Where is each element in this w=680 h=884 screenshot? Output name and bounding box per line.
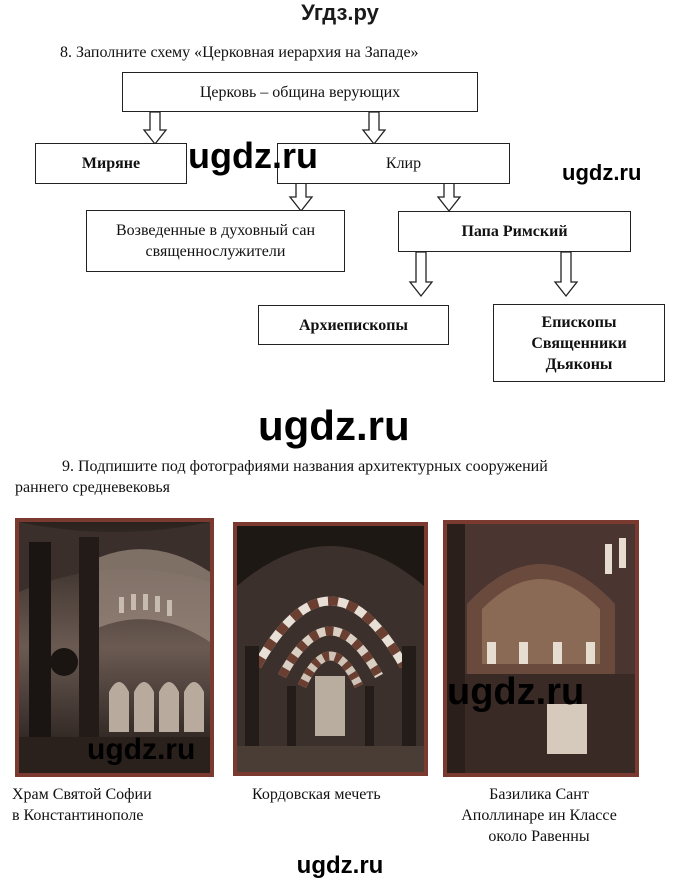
- caption-basilica-line3: около Равенны: [488, 828, 590, 845]
- node-ordained-line2: священнослужители: [145, 243, 286, 260]
- photo-cordoba-mosque: [233, 522, 428, 776]
- watermark-6: ugdz.ru: [296, 852, 384, 879]
- watermark-4: ugdz.ru: [87, 733, 196, 766]
- arrow-clergy-ordained: [288, 182, 314, 213]
- node-pope: Папа Римский: [398, 211, 631, 252]
- node-archbishops: Архиепископы: [258, 305, 449, 345]
- caption-basilica-line2: Аполлинаре ин Классе: [461, 807, 617, 824]
- node-bishops-priests-deacons: Епископы Священники Дьяконы: [493, 304, 665, 382]
- node-clergy: Клир: [277, 143, 510, 184]
- photo-hagia-sophia: [15, 518, 214, 777]
- task8-text: 8. Заполните схему «Церковная иерархия н…: [60, 44, 419, 61]
- caption-hagia-sophia-line2: в Константинополе: [12, 807, 144, 824]
- arrow-church-clergy: [361, 111, 387, 146]
- node-church: Церковь – община верующих: [122, 72, 478, 112]
- photo-basilica: [443, 520, 639, 777]
- caption-basilica: Базилика Сант Аполлинаре ин Классе около…: [444, 784, 634, 847]
- caption-hagia-sophia-line1: Храм Святой Софии: [12, 786, 152, 803]
- node-laity: Миряне: [35, 143, 187, 184]
- diagram-arrows: [142, 111, 579, 298]
- cordoba-image: [237, 526, 424, 772]
- caption-basilica-line1: Базилика Сант: [489, 786, 589, 803]
- watermark-1: ugdz.ru: [188, 135, 318, 176]
- node-deacons: Дьяконы: [545, 355, 613, 373]
- arrow-pope-archbishops: [408, 251, 434, 298]
- node-ordained: Возведенные в духовный сан священнослужи…: [86, 210, 345, 272]
- site-title: Угдз.ру: [301, 0, 379, 25]
- node-priests: Священники: [531, 334, 627, 352]
- node-ordained-line1: Возведенные в духовный сан: [115, 222, 316, 239]
- watermark-3: ugdz.ru: [258, 402, 410, 449]
- watermark-5: ugdz.ru: [447, 671, 585, 713]
- caption-hagia-sophia: Храм Святой Софии в Константинополе: [12, 784, 152, 826]
- caption-cordoba: Кордовская мечеть: [252, 786, 381, 803]
- arrow-church-laity: [142, 111, 168, 146]
- watermark-2: ugdz.ru: [562, 160, 642, 185]
- node-bishops: Епископы: [541, 313, 617, 331]
- arrow-clergy-pope: [436, 182, 462, 213]
- task9-text-line1: 9. Подпишите под фотографиями названия а…: [62, 458, 548, 475]
- hagia-sophia-image: [19, 522, 210, 773]
- basilica-image: [447, 524, 635, 773]
- arrow-pope-bishops: [553, 251, 579, 298]
- task9-text-line2: раннего средневековья: [15, 479, 171, 496]
